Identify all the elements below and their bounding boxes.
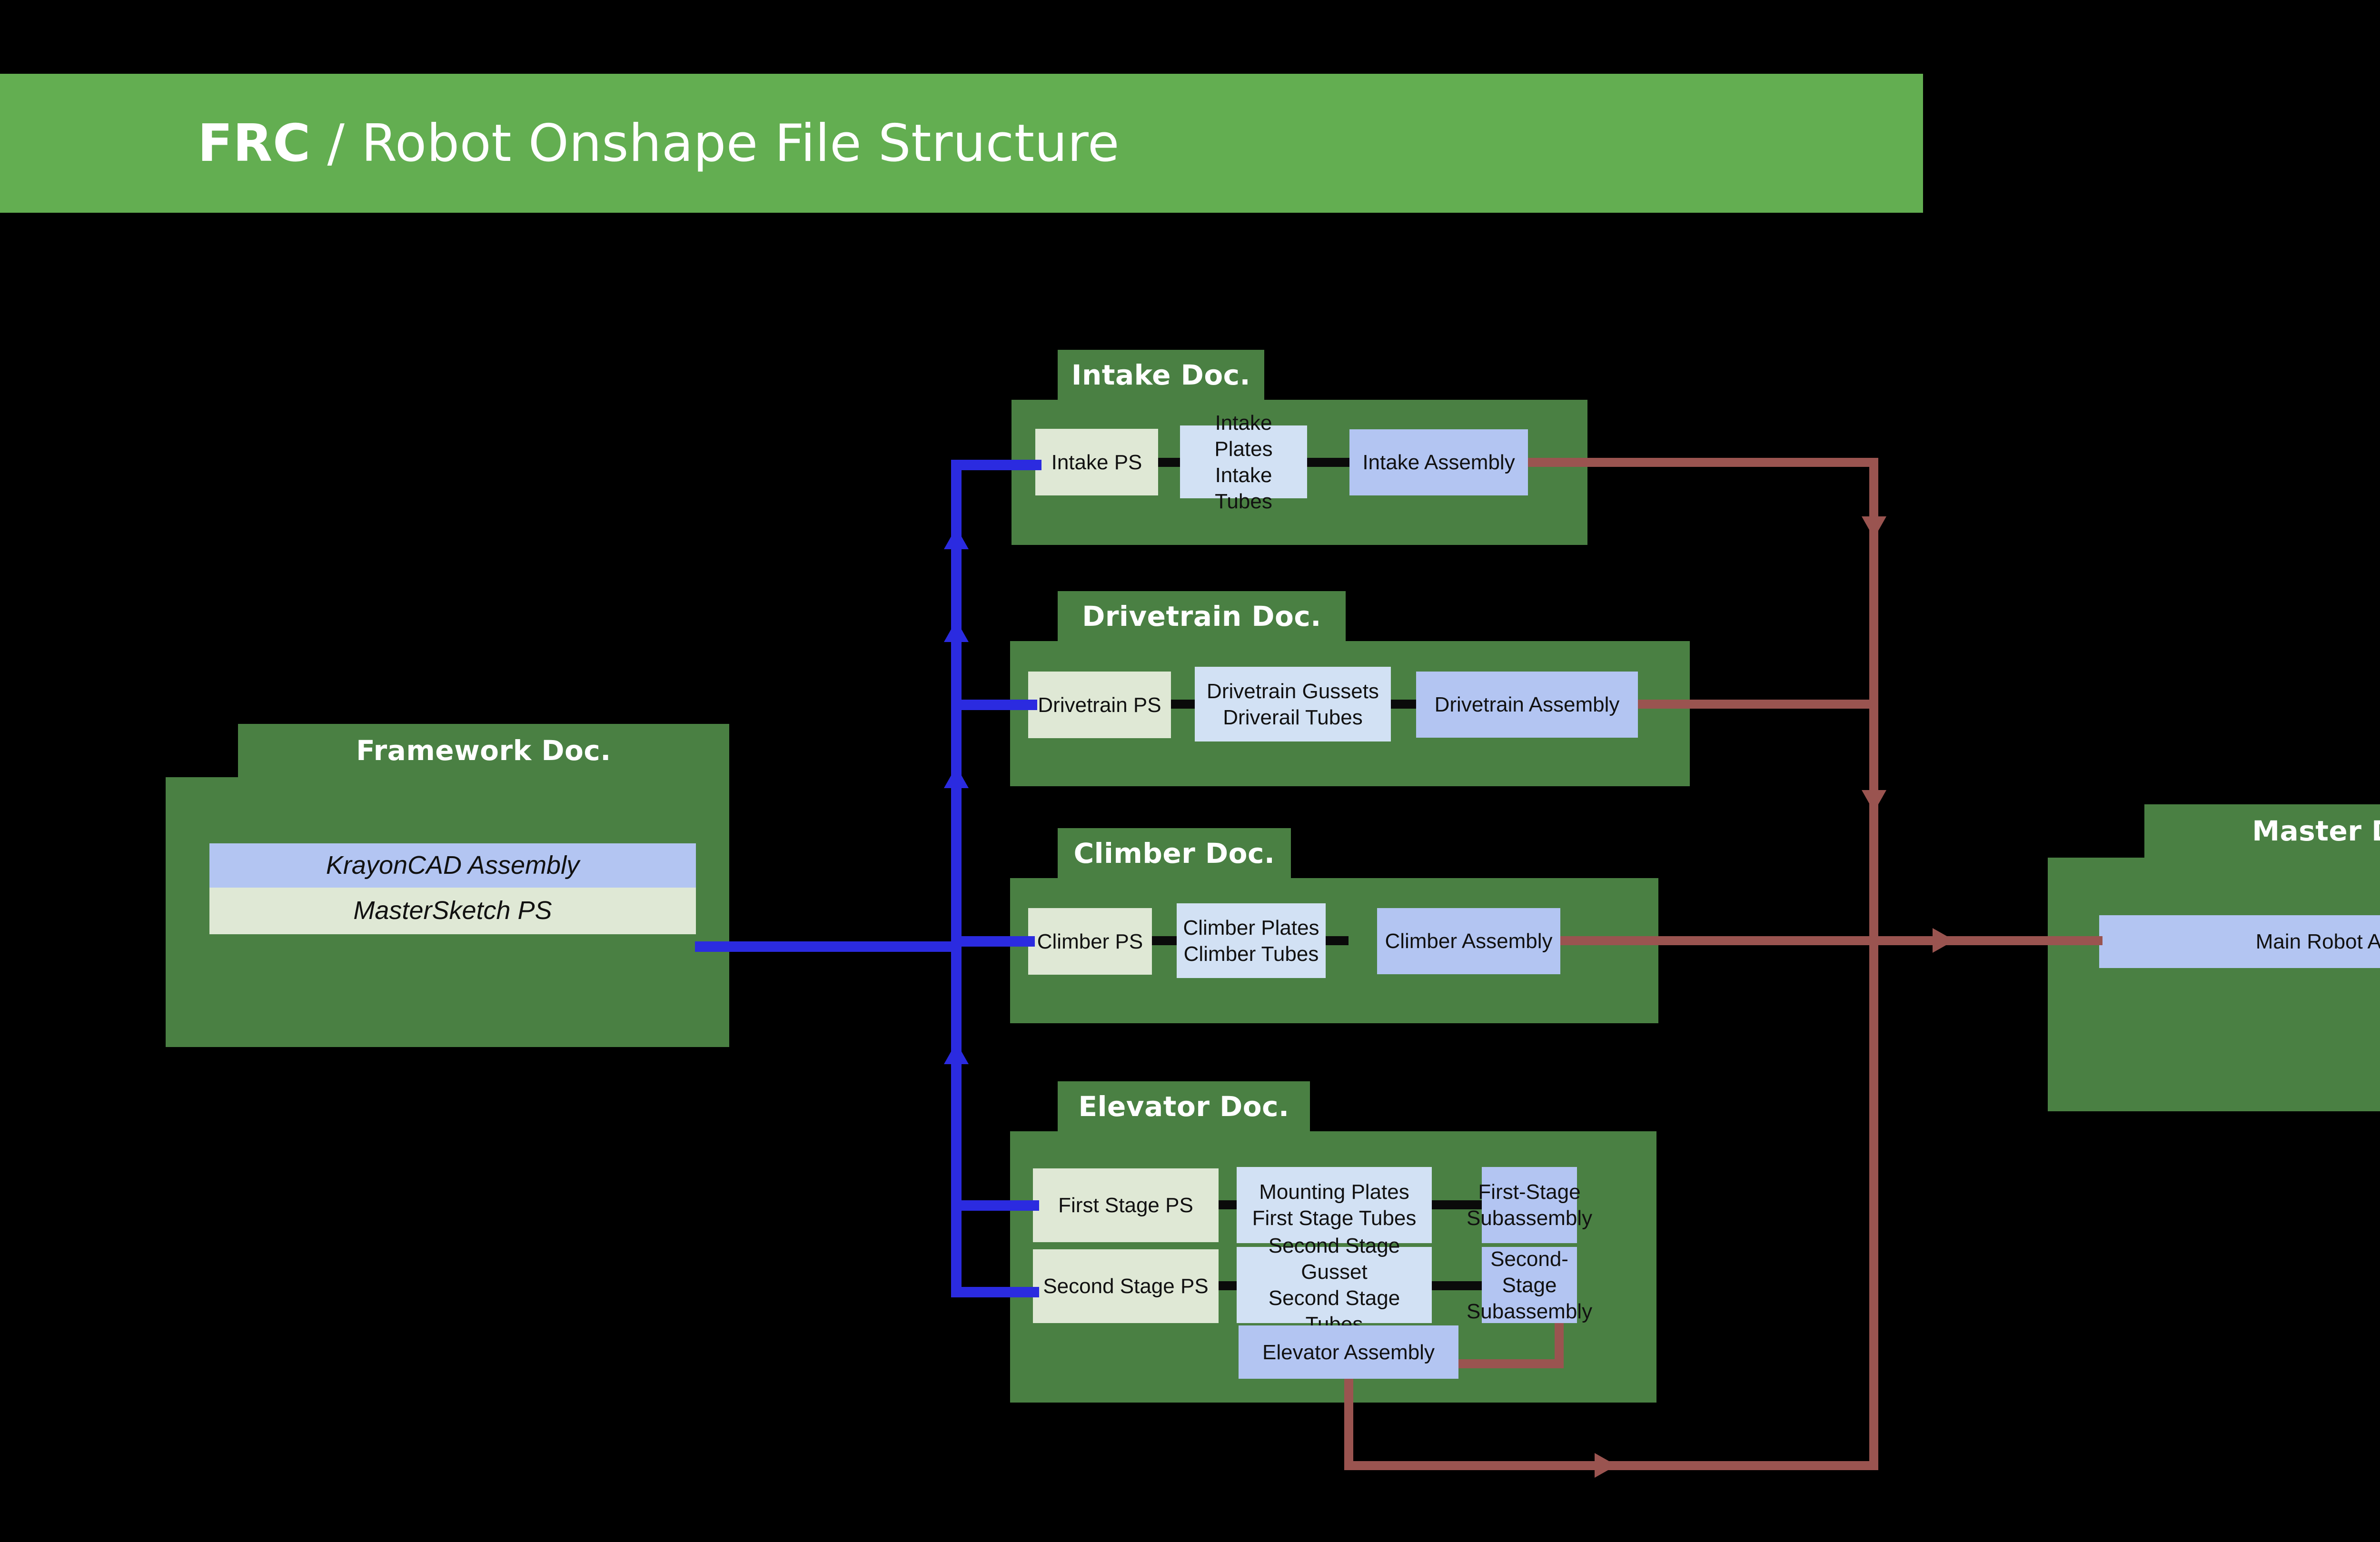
climber-assembly[interactable]: Climber Assembly (1377, 908, 1560, 974)
intake-doc-tab: Intake Doc. (1058, 350, 1264, 400)
intake-link-ps-parts (1158, 458, 1180, 467)
climber-parts[interactable]: Climber Plates Climber Tubes (1177, 903, 1326, 978)
intake-parts[interactable]: Intake Plates Intake Tubes (1180, 411, 1307, 513)
elevator-link-second-left (1458, 1359, 1564, 1368)
red-link-elevator-down (1344, 1379, 1353, 1470)
drivetrain-assembly[interactable]: Drivetrain Assembly (1416, 672, 1638, 738)
elevator-first-stage-assembly[interactable]: First-Stage Subassembly (1467, 1167, 1592, 1243)
blue-branch-climber (956, 936, 1035, 947)
intake-ps[interactable]: Intake PS (1035, 429, 1158, 495)
red-link-into-master (1869, 936, 2102, 945)
drivetrain-link-parts-asm (1391, 700, 1416, 709)
red-trunk-vertical (1869, 458, 1878, 1470)
red-arrow-right-bottom (1595, 1453, 1616, 1478)
red-link-intake (1528, 458, 1878, 467)
blue-branch-first-stage (951, 1200, 1039, 1211)
blue-trunk-vertical (951, 460, 962, 1297)
framework-krayoncad-assembly[interactable]: KrayonCAD Assembly (209, 843, 696, 888)
elevator-first-stage-ps[interactable]: First Stage PS (1033, 1168, 1219, 1242)
blue-link-framework-stem (695, 941, 962, 952)
elevator-second-stage-assembly[interactable]: Second-Stage Subassembly (1466, 1247, 1593, 1323)
drivetrain-doc-tab: Drivetrain Doc. (1058, 591, 1346, 641)
blue-branch-second-stage (951, 1287, 1039, 1297)
page-title-rest: / Robot Onshape File Structure (310, 113, 1120, 173)
red-arrow-down-upper (1862, 516, 1886, 538)
blue-arrow-up-elevator (944, 1042, 969, 1064)
climber-link-ps-parts (1152, 936, 1177, 945)
elevator-link-second-down (1555, 1323, 1564, 1368)
framework-doc-tab: Framework Doc. (238, 724, 729, 777)
page-header-bar: FRC / Robot Onshape File Structure (0, 74, 1923, 213)
framework-mastersketch-ps[interactable]: MasterSketch PS (209, 888, 696, 934)
red-link-climber (1560, 936, 1878, 945)
elevator-first-link-parts-asm (1432, 1200, 1482, 1209)
intake-assembly[interactable]: Intake Assembly (1349, 429, 1528, 495)
blue-arrow-up-drivetrain (944, 620, 969, 642)
drivetrain-parts[interactable]: Drivetrain Gussets Driverail Tubes (1195, 667, 1391, 741)
red-link-drivetrain (1638, 700, 1878, 709)
drivetrain-ps[interactable]: Drivetrain PS (1028, 672, 1171, 738)
elevator-rollup-assembly[interactable]: Elevator Assembly (1239, 1325, 1458, 1379)
red-arrow-down-lower (1862, 790, 1886, 812)
master-document-body (2048, 858, 2380, 1111)
red-arrow-right-master (1933, 928, 1954, 953)
intake-link-parts-asm (1307, 458, 1349, 467)
page-title-bold: FRC (198, 113, 311, 173)
elevator-second-link-ps-parts (1219, 1281, 1237, 1290)
elevator-second-stage-parts[interactable]: Second Stage Gusset Second Stage Tubes (1237, 1234, 1432, 1336)
elevator-first-stage-parts[interactable]: Mounting Plates First Stage Tubes (1237, 1167, 1432, 1243)
drivetrain-link-ps-parts (1171, 700, 1195, 709)
climber-ps[interactable]: Climber PS (1028, 908, 1152, 975)
climber-link-parts-asm (1326, 936, 1349, 945)
master-main-robot-assembly[interactable]: Main Robot Assembly (2099, 915, 2380, 968)
climber-doc-tab: Climber Doc. (1058, 828, 1291, 878)
elevator-first-link-ps-parts (1219, 1200, 1237, 1209)
page-title: FRC / Robot Onshape File Structure (198, 114, 1120, 173)
elevator-second-link-parts-asm (1432, 1281, 1482, 1290)
blue-branch-intake (951, 460, 1041, 470)
blue-arrow-up-climber (944, 766, 969, 788)
elevator-second-stage-ps[interactable]: Second Stage PS (1033, 1249, 1219, 1323)
master-document-tab: Master Document (2144, 804, 2380, 858)
blue-arrow-up-intake (944, 527, 969, 549)
blue-branch-drivetrain (956, 700, 1037, 710)
elevator-doc-tab: Elevator Doc. (1058, 1081, 1310, 1131)
